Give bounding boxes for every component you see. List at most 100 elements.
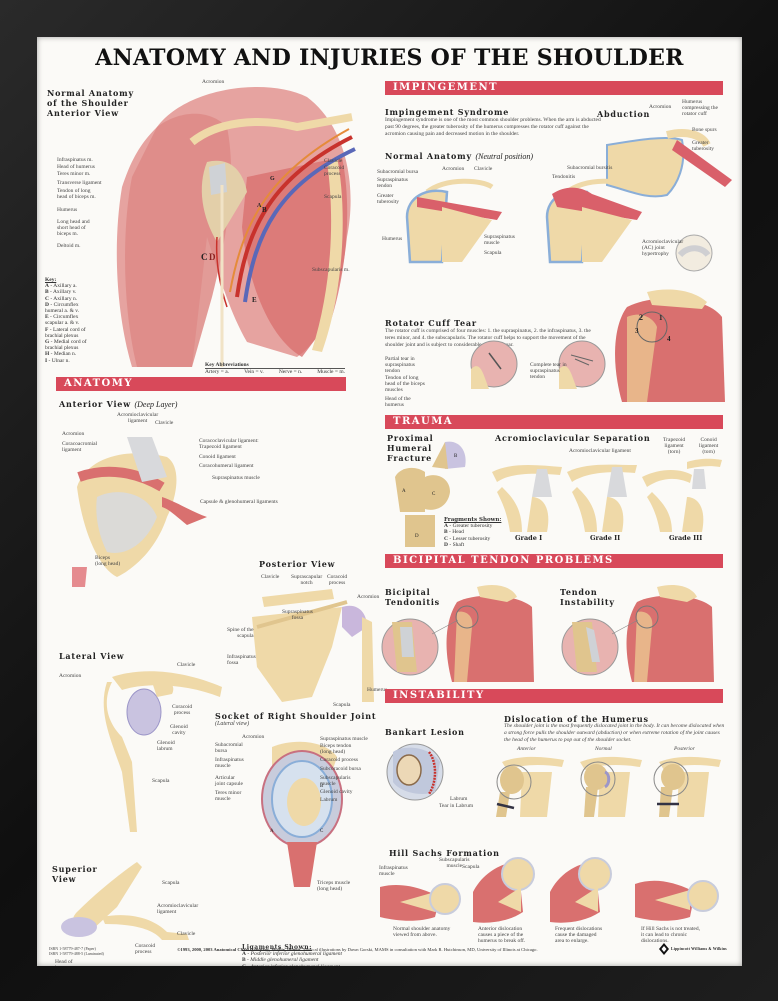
section-bar-instability: INSTABILITY [385, 689, 723, 703]
dislocation-normal-illustration [580, 756, 642, 817]
svg-text:G: G [270, 176, 275, 182]
label-socket-acromion: Acromion [242, 734, 265, 740]
bankart-lesion-heading: Bankart Lesion [385, 727, 465, 737]
label-ac-ligament: Acromioclavicular ligament [117, 412, 159, 424]
label-anterior: Anterior [517, 746, 536, 752]
label-lat-coracoid: Coracoid process [172, 704, 193, 716]
label-complete-tear: Complete tear in supraspinatus tendon [530, 362, 567, 380]
anatomy-poster: ANATOMY AND INJURIES OF THE SHOULDER Nor… [37, 37, 742, 966]
label-post-clavicle: Clavicle [261, 574, 280, 580]
svg-text:A: A [402, 489, 406, 494]
footer-credits: ©1993, 2000, 2003 Anatomical Chart Compa… [177, 947, 538, 952]
posterior-view-illustration [252, 589, 374, 702]
svg-text:B: B [320, 784, 324, 789]
label-transverse-ligament: Transverse ligament [57, 180, 102, 186]
ac-grade-2-illustration [567, 464, 637, 532]
impingement-syndrome-text: Impingement syndrome is one of the most … [385, 117, 601, 137]
label-socket-coracoid: Coracoid process [320, 757, 359, 763]
label-post-coracoid: Coracoid process [327, 574, 348, 586]
ac-joint-zoom-circle [675, 234, 713, 272]
label-tendon-long-head: Tendon of long head of the biceps muscle… [385, 375, 425, 393]
impingement-normal-illustration [405, 178, 502, 264]
label-sup-ac-ligament: Acromioclavicular ligament [157, 903, 199, 915]
rotator-cuff-complete-circle [558, 340, 606, 389]
label-bone-spurs: Bone spurs [692, 127, 717, 133]
label-subscapularis: Subscapularis m. [312, 267, 350, 273]
socket-heading: Socket of Right Shoulder Joint [215, 711, 377, 721]
label-lat-scapula: Scapula [152, 778, 170, 784]
grade-1-label: Grade I [515, 534, 543, 542]
label-coracoid-process: Coracoid process [324, 165, 345, 177]
label-sup-scapula: Scapula [162, 880, 180, 886]
label-acromion: Acromion [202, 79, 225, 85]
ligaments-shown-key: Ligaments Shown: A - Posterior inferior … [242, 944, 343, 966]
label-sup-coracoid: Coracoid process [135, 943, 156, 955]
section-bar-anatomy: ANATOMY [56, 377, 346, 391]
humeral-fracture-illustration: A B C D [395, 441, 466, 547]
hill-sachs-heading: Hill Sachs Formation [389, 848, 500, 858]
svg-text:B: B [262, 206, 267, 214]
svg-text:2: 2 [639, 313, 643, 322]
ac-grade-3-illustration [642, 458, 722, 532]
label-imp-supraspinatus-muscle: Supraspinatus muscle [484, 234, 515, 246]
label-labrum: Labrum [450, 796, 468, 802]
label-trapezoid-torn: Trapezoid ligament (torn) [663, 437, 686, 455]
svg-text:3: 3 [635, 327, 639, 335]
label-clavicle-deep: Clavicle [155, 420, 174, 426]
anterior-view-heading: Anterior View (Deep Layer) [59, 399, 178, 409]
bicipital-tendonitis-heading: Bicipital Tendonitis [385, 587, 440, 607]
svg-text:C: C [320, 829, 324, 834]
label-ac-joint-hypertrophy: Acromioclavicular (AC) joint hypertrophy [642, 239, 684, 257]
key-abbreviations: Key Abbreviations Artery = a. Vein = v. … [205, 362, 345, 376]
label-tear-in-labrum: Tear in Labrum [439, 803, 474, 809]
section-bar-trauma: TRAUMA [385, 415, 723, 429]
label-coracoacromial: Coracoacromial ligament [62, 441, 98, 453]
label-clavicle: Clavicle [324, 158, 343, 164]
publisher-logo: Lippincott Williams & Wilkins [659, 943, 727, 955]
impingement-syndrome-heading: Impingement Syndrome [385, 107, 510, 117]
svg-text:C: C [432, 492, 436, 497]
label-spine-of-scapula: Spine of the scapula [227, 627, 254, 639]
proximal-humeral-fracture-heading: Proximal Humeral Fracture [387, 433, 434, 463]
rotator-cuff-heading: Rotator Cuff Tear [385, 318, 477, 328]
svg-text:E: E [252, 296, 257, 304]
vessel-key: Key: A - Axillary a. B - Axillary v. C -… [45, 277, 87, 364]
superior-view-illustration [61, 862, 189, 940]
label-subacromial-bursa: Subacromial bursa [377, 169, 419, 175]
label-glenoid-labrum: Glenoid labrum [157, 740, 175, 752]
label-socket-infraspinatus: Infraspinatus muscle [215, 757, 244, 769]
anterior-shoulder-illustration: C D B A G E [116, 87, 356, 367]
label-lat-clavicle: Clavicle [177, 662, 196, 668]
label-ac-ligament-trauma: Acromioclavicular ligament [569, 448, 631, 454]
bicipital-tendonitis-illustration [381, 585, 534, 682]
section-bar-impingement: IMPINGEMENT [385, 81, 723, 95]
label-socket-subacromial: Subacromial bursa [215, 742, 243, 754]
label-teres-minor: Teres minor m. [57, 171, 91, 177]
label-hs-infraspinatus: Infraspinatus muscle [379, 865, 408, 877]
rotator-cuff-text: The rotator cuff is comprised of four mu… [385, 328, 591, 348]
socket-subtitle: (Lateral view) [215, 721, 250, 727]
label-supraspinatus-muscle: Supraspinatus muscle [212, 475, 260, 481]
label-infraspinatus: Infraspinatus m. [57, 157, 93, 163]
isbn-text: ISBN 1-58779-487-7 (Paper) ISBN 1-58779-… [49, 946, 104, 956]
label-imp-greater-tuberosity: Greater tuberosity [377, 193, 399, 205]
caption-hs-frequent: Frequent dislocations cause the damaged … [555, 926, 603, 944]
label-socket-capsule: Articular joint capsule [215, 775, 243, 787]
label-glenoid-cavity: Glenoid cavity [170, 724, 188, 736]
rotator-cuff-shoulder-illustration: 2 1 3 4 [615, 289, 725, 402]
label-socket-subcoracoid: Subcoracoid bursa [320, 766, 361, 772]
publisher-logo-icon [659, 943, 669, 955]
label-socket-biceps-tendon: Biceps tendon (long head) [320, 743, 352, 755]
label-post-scapula: Scapula [333, 702, 351, 708]
caption-hs-anterior: Anterior dislocation causes a piece of t… [478, 926, 526, 944]
label-socket-triceps: Triceps muscle (long head) [317, 880, 351, 892]
label-tendonitis: Tendonitis [552, 174, 576, 180]
caption-hs-normal: Normal shoulder anatomy viewed from abov… [393, 926, 451, 938]
svg-text:4: 4 [667, 335, 671, 343]
label-sup-clavicle: Clavicle [177, 931, 196, 937]
label-imp-humerus: Humerus [382, 236, 403, 242]
dislocation-heading: Dislocation of the Humerus [504, 714, 649, 724]
label-infraspinatus-fossa: Infraspinatus fossa [227, 654, 256, 666]
label-sup-head-humerus: Head of humerus [55, 959, 74, 966]
hill-sachs-anterior-illustration [473, 857, 535, 923]
